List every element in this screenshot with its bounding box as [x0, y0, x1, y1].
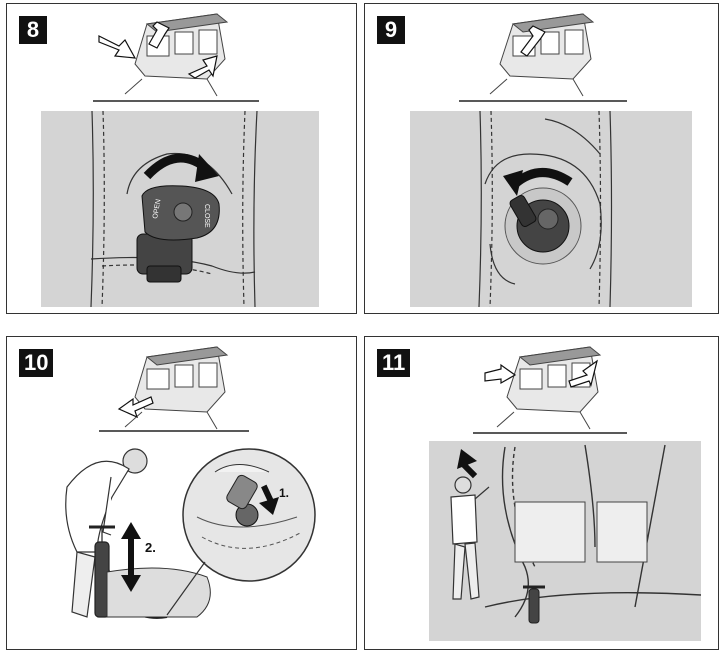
step-11-panel: 11	[364, 336, 719, 650]
awning-thumbnail-icon	[496, 346, 602, 430]
awning-window	[514, 501, 586, 563]
pointer-arrow-icon	[484, 359, 598, 388]
step-2-label: 2.	[145, 540, 156, 555]
down-arrow-icon	[259, 484, 279, 515]
step-number: 11	[377, 349, 411, 377]
step-9-panel: 9	[364, 3, 719, 314]
open-label: OPEN	[152, 199, 162, 220]
updown-arrow-icon	[121, 522, 141, 592]
magnified-valve-detail	[182, 448, 316, 582]
step-10-panel: 10	[6, 336, 357, 650]
person-icon	[450, 476, 490, 600]
rotate-arrow-icon	[503, 168, 573, 196]
step-number: 9	[377, 16, 405, 44]
pointer-arrow-icon	[520, 25, 546, 57]
step-8-panel: 8	[6, 3, 357, 314]
pump-icon	[523, 585, 545, 624]
step-11-illustration	[429, 346, 702, 641]
pointer-arrow-icon	[98, 21, 218, 79]
step-9-illustration	[410, 13, 692, 308]
step-10-illustration: 2. 1.	[65, 346, 316, 619]
step-1-label: 1.	[279, 486, 289, 500]
awning-thumbnail-icon	[124, 346, 229, 430]
step-8-illustration: OPEN CLOSE	[41, 13, 319, 308]
awning-window	[596, 501, 648, 563]
step-number: 8	[19, 16, 47, 44]
rotate-arrow-icon	[143, 153, 219, 182]
close-label: CLOSE	[203, 204, 210, 228]
valve-icon: OPEN CLOSE	[136, 185, 220, 283]
up-arrow-icon	[457, 449, 478, 479]
awning-thumbnail-icon	[489, 13, 595, 97]
valve-icon	[504, 187, 582, 265]
pointer-arrow-icon	[117, 396, 154, 419]
awning-thumbnail-icon	[124, 13, 229, 97]
step-number: 10	[19, 349, 54, 377]
